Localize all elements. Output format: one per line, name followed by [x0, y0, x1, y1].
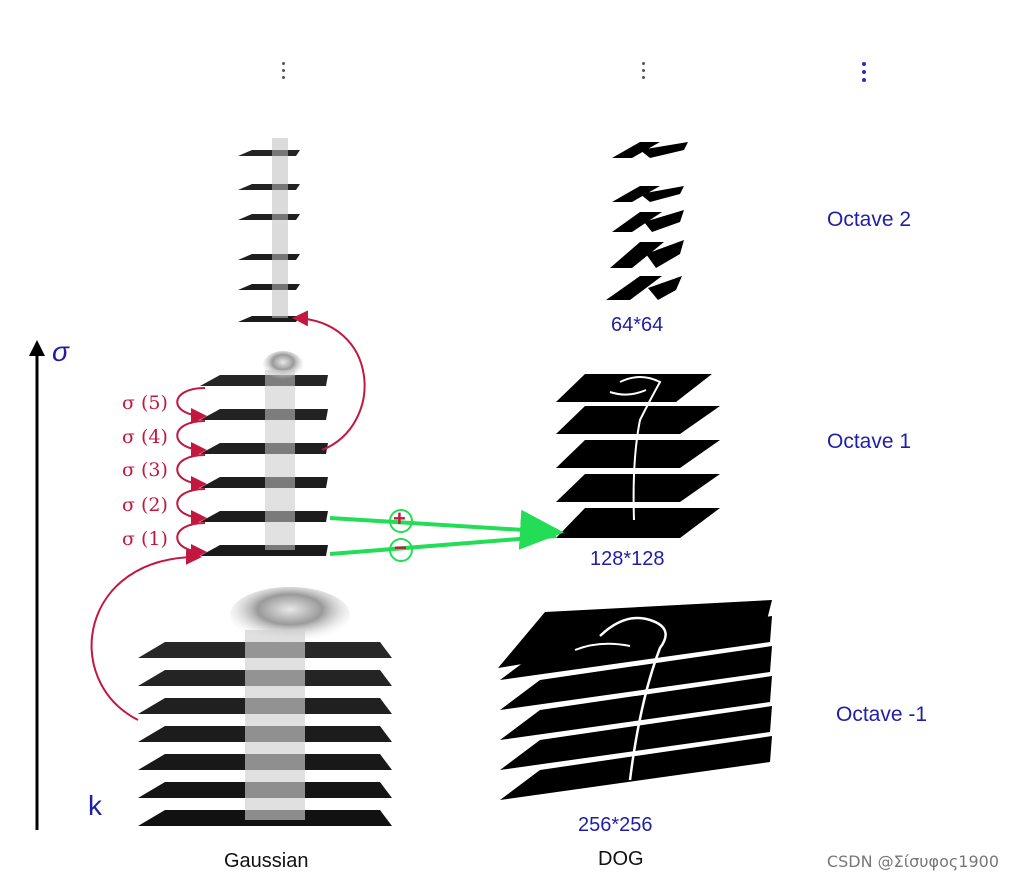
- dog-stack-octave-2: [606, 142, 688, 300]
- watermark: CSDN @Σίσυφος1900: [826, 852, 999, 871]
- sigma-label-2: σ (2): [122, 494, 168, 516]
- octave-ellipsis: [862, 62, 866, 86]
- sigma-label-4: σ (4): [122, 426, 168, 448]
- octave-minus1-size: 256*256: [578, 814, 653, 836]
- plus-operator-circle: [389, 509, 413, 533]
- dog-ellipsis: [642, 62, 646, 83]
- sigma-axis: [29, 340, 45, 830]
- octave-2-label: Octave 2: [827, 208, 912, 231]
- gaussian-stack-octave-1: [200, 351, 328, 556]
- sigma-label-5: σ (5): [122, 392, 168, 414]
- gaussian-stack-octave-2: [238, 138, 300, 322]
- dog-column-header: DOG: [598, 848, 644, 870]
- dog-stack-octave-1: [556, 374, 720, 538]
- octave-minus1-label: Octave -1: [836, 703, 928, 726]
- octave-1-label: Octave 1: [827, 430, 912, 453]
- gaussian-ellipsis: [282, 62, 286, 83]
- minus-operator: −: [394, 535, 407, 560]
- plus-operator: +: [393, 506, 406, 531]
- octave-2-size: 64*64: [611, 314, 664, 336]
- sigma-axis-label: σ: [52, 336, 69, 367]
- minus-operator-circle: [389, 538, 413, 562]
- gaussian-column-header: Gaussian: [224, 850, 309, 872]
- sigma-label-1: σ (1): [122, 528, 168, 550]
- sigma-label-3: σ (3): [122, 459, 168, 481]
- octave-1-size: 128*128: [590, 548, 665, 570]
- gaussian-stack-octave-minus1: [138, 587, 392, 826]
- difference-arrows: [329, 509, 564, 562]
- sigma-loop-arrows: [176, 387, 207, 560]
- k-axis-label: k: [88, 790, 102, 821]
- dog-stack-octave-minus1: [498, 600, 772, 800]
- downsample-arrows: [90, 310, 366, 721]
